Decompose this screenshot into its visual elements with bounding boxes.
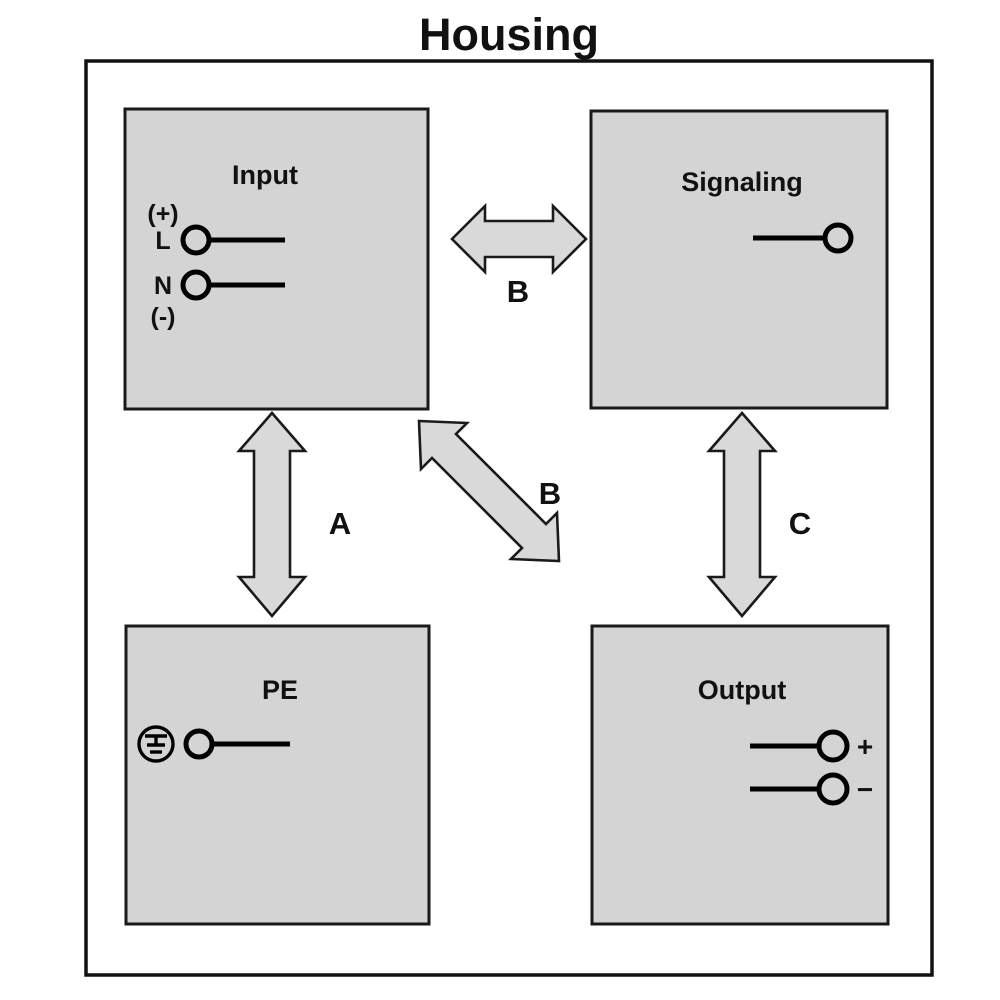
terminal-circle-output-negative[interactable] (816, 772, 850, 806)
terminal-circle-pe-earth[interactable] (183, 728, 215, 760)
block-output-body (590, 624, 890, 926)
arrow-c-vertical: C (706, 411, 811, 619)
block-input[interactable]: Input (+) L N (-) (123, 107, 430, 411)
block-signaling-label: Signaling (681, 167, 803, 197)
terminal-label-input-minus-note: (-) (151, 303, 176, 331)
terminal-label-output-negative: − (857, 774, 873, 805)
terminal-circle-input-line[interactable] (180, 224, 212, 256)
terminal-circle-signaling-signal[interactable] (822, 222, 854, 254)
arrow-b-horizontal-shape (450, 202, 588, 276)
arrow-b-horizontal: B (450, 202, 588, 309)
arrow-b-diagonal-shape (417, 419, 561, 563)
block-pe[interactable]: PE (124, 624, 431, 926)
arrow-b-horizontal-label: B (507, 274, 529, 309)
arrow-c-vertical-shape (706, 411, 778, 619)
arrow-c-vertical-label: C (789, 506, 811, 541)
block-output-label: Output (698, 675, 786, 705)
arrow-b-diagonal-label: B (539, 476, 561, 511)
housing-frame (84, 59, 934, 977)
terminal-label-output-positive: + (857, 731, 873, 762)
block-input-body (123, 107, 430, 411)
terminal-circle-input-neutral[interactable] (180, 269, 212, 301)
block-pe-body (124, 624, 431, 926)
block-output[interactable]: Output + − (590, 624, 890, 926)
block-signaling-body (589, 109, 889, 410)
arrow-b-diagonal: B (417, 419, 561, 563)
block-pe-label: PE (262, 675, 298, 705)
earth-ground-icon (137, 725, 175, 763)
block-input-label: Input (232, 160, 298, 190)
terminal-label-input-line: L (155, 227, 170, 255)
arrow-a-vertical-label: A (329, 506, 351, 541)
page-title: Housing (419, 9, 599, 60)
terminal-label-input-neutral: N (154, 272, 172, 300)
arrow-a-vertical: A (236, 411, 351, 619)
arrow-a-vertical-shape (236, 411, 308, 619)
block-signaling[interactable]: Signaling (589, 109, 889, 410)
terminal-label-input-plus-note: (+) (147, 200, 178, 228)
terminal-circle-output-positive[interactable] (816, 729, 850, 763)
